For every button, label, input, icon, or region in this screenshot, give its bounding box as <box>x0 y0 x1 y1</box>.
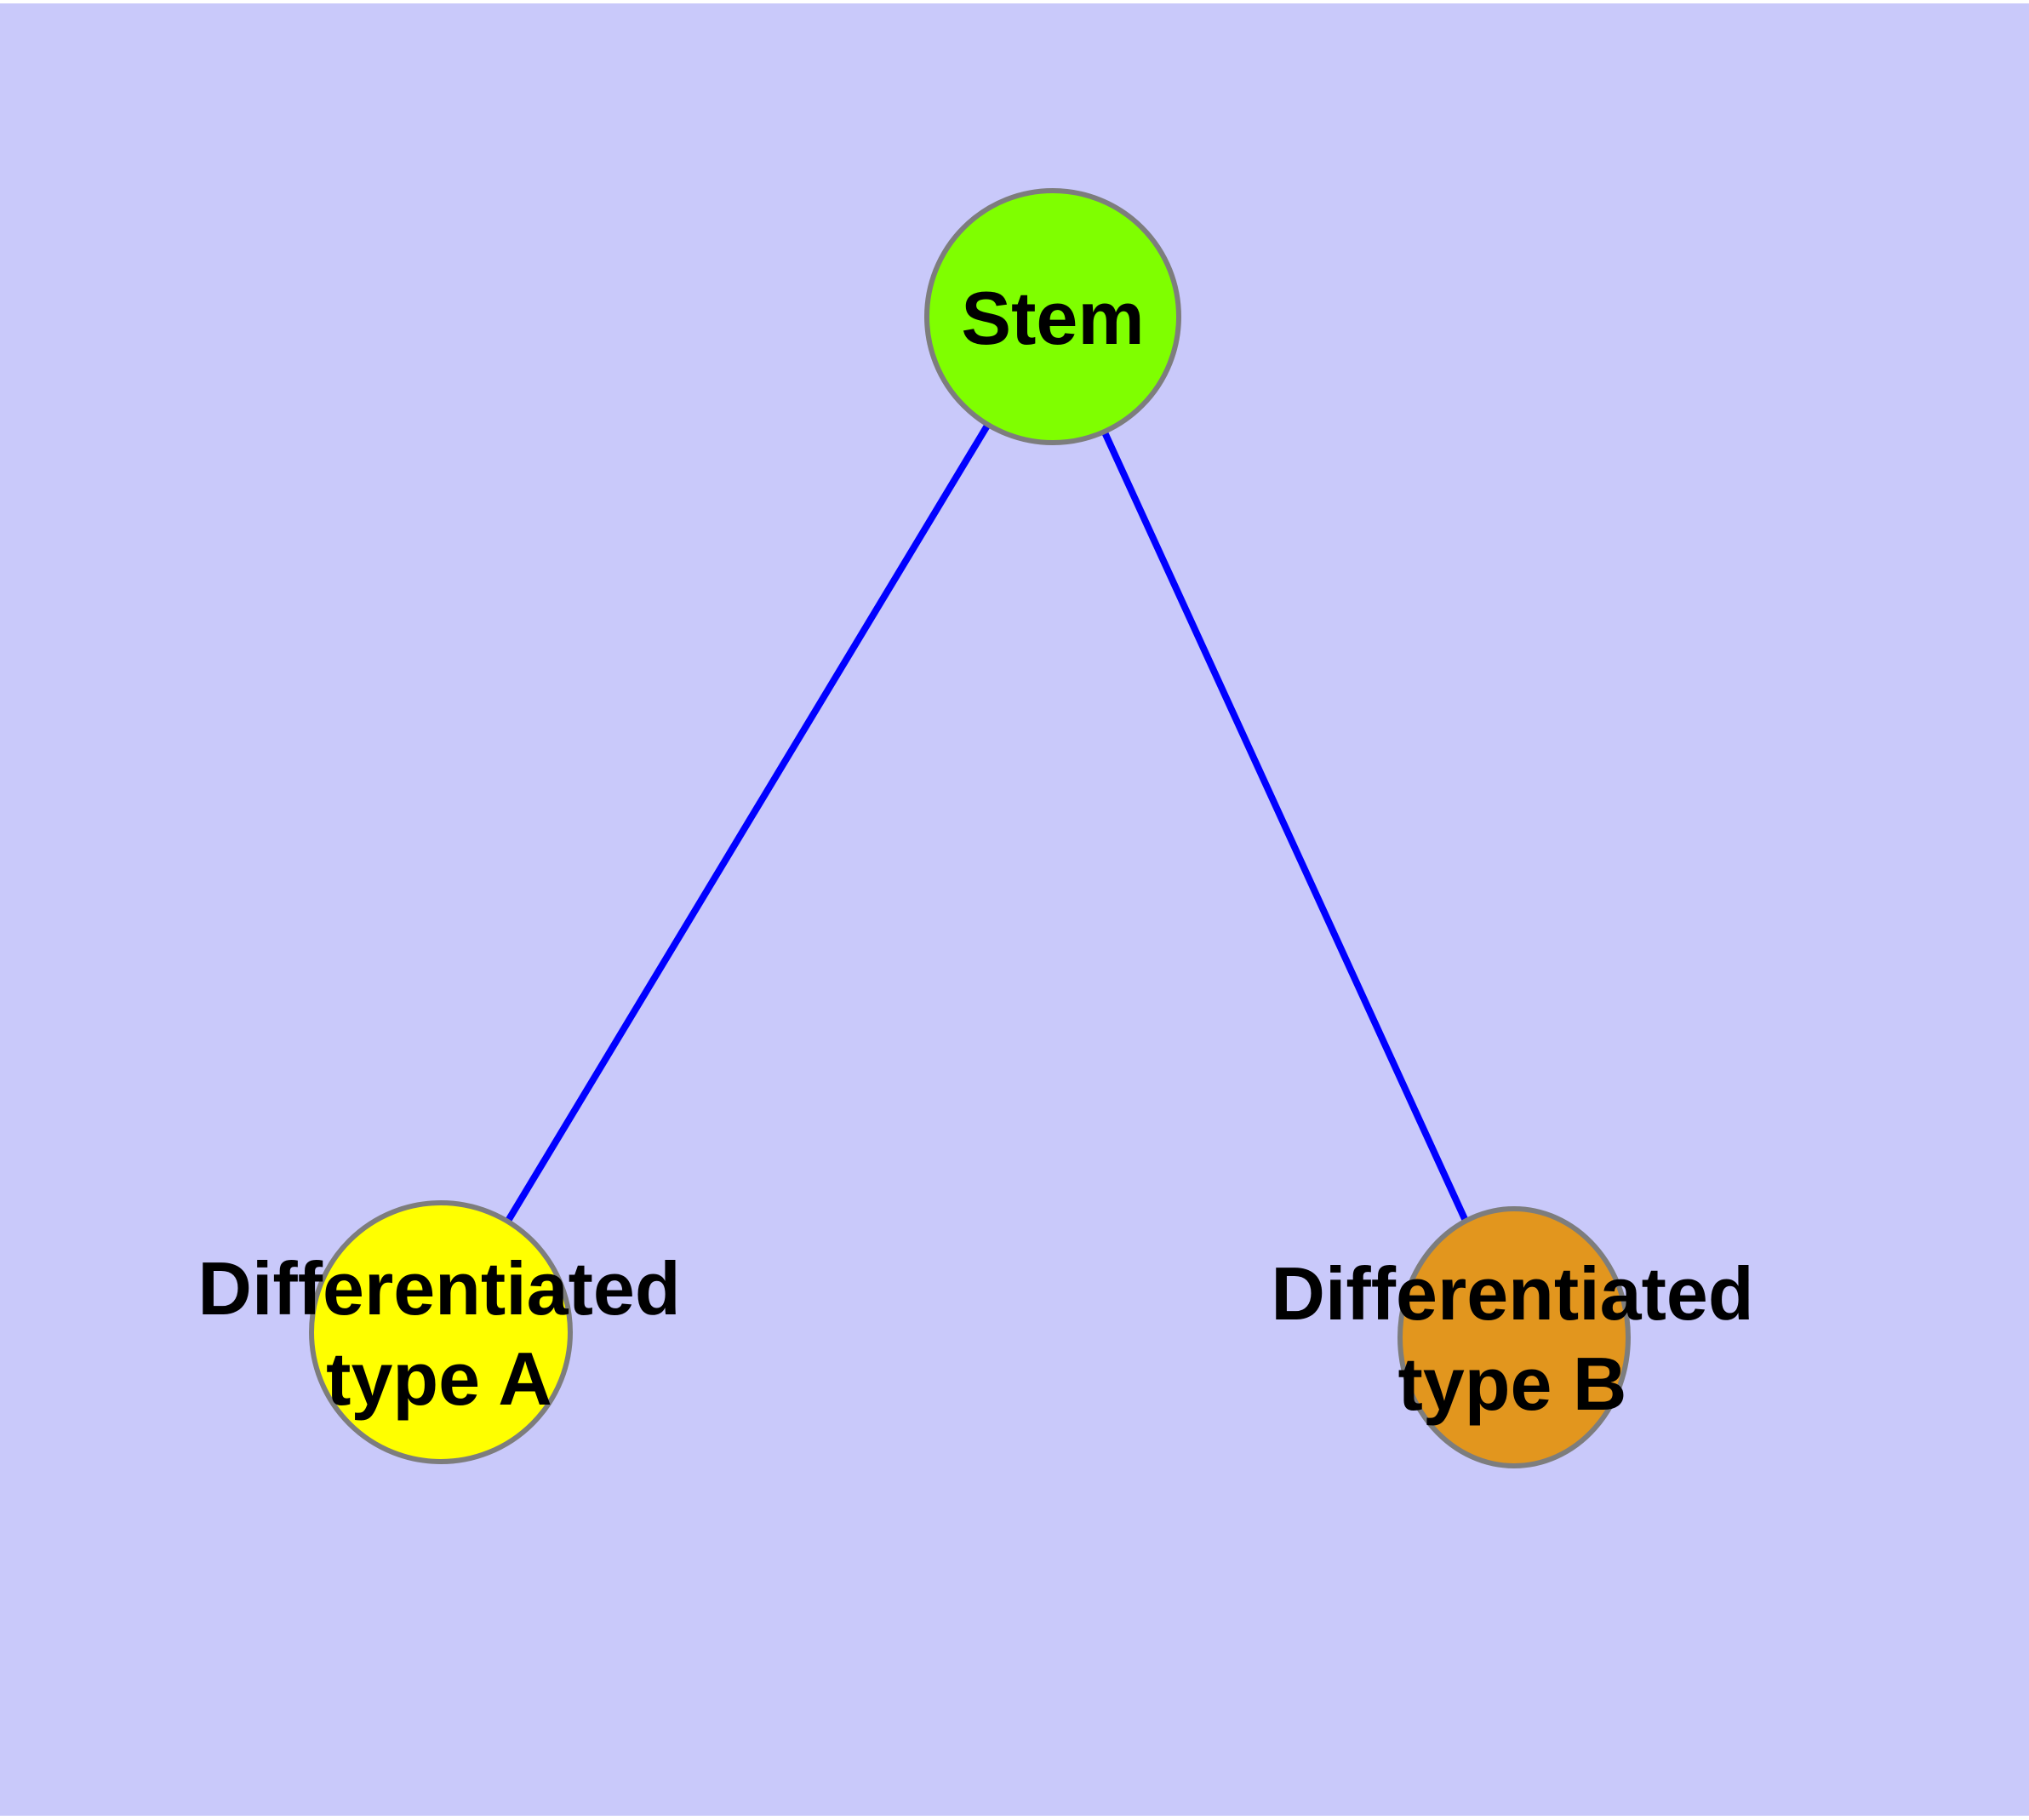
node-stem: Stem <box>924 188 1181 445</box>
edge-stem-to-type-a <box>505 423 991 1223</box>
node-differentiated-type-b: Differentiated type B <box>1271 1206 1754 1468</box>
node-stem-shape <box>924 188 1181 445</box>
node-stem-label: Stem <box>961 276 1144 360</box>
node-differentiated-type-a: Differentiated type A <box>197 1200 681 1464</box>
node-differentiated-type-a-label-line1: Differentiated <box>197 1246 680 1331</box>
node-differentiated-type-b-label-line1: Differentiated <box>1271 1251 1753 1336</box>
node-differentiated-type-a-shape <box>309 1200 573 1464</box>
edge-stem-to-type-b <box>1101 431 1468 1221</box>
node-differentiated-type-a-label-line2: type A <box>326 1336 552 1421</box>
node-differentiated-type-b-shape <box>1397 1206 1631 1468</box>
node-differentiated-type-b-label-line2: type B <box>1398 1342 1627 1426</box>
